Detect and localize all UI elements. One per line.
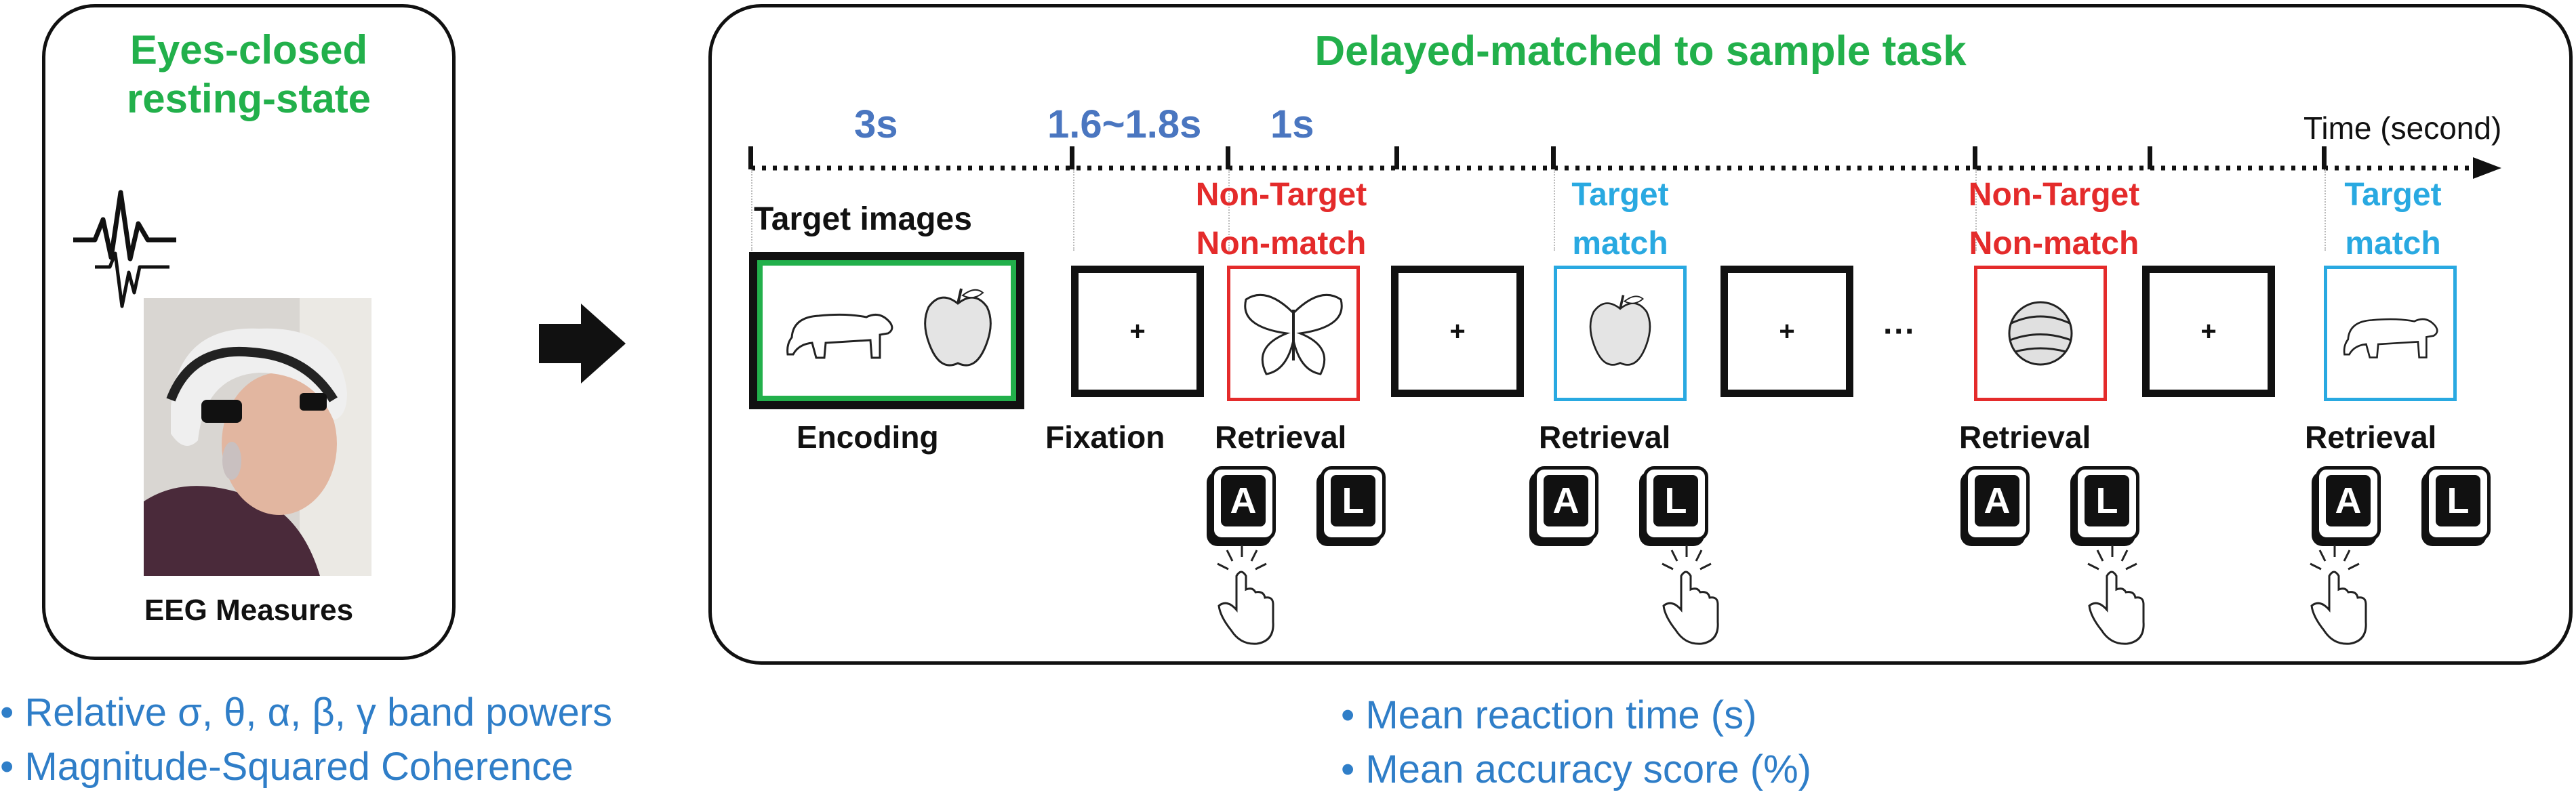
guide-line — [2325, 169, 2326, 251]
retrieval-label: Retrieval — [1539, 419, 1671, 455]
key-l: L — [1321, 466, 1386, 541]
retrieval-label: Retrieval — [1215, 419, 1347, 455]
resting-state-panel — [42, 4, 456, 660]
fixation-box: + — [1071, 266, 1204, 397]
ball-icon — [2008, 301, 2073, 366]
apple-icon — [1589, 295, 1651, 366]
time-tick — [1070, 146, 1074, 169]
time-tick — [748, 146, 753, 169]
trial-label-target: Target match — [1571, 177, 1669, 262]
key-a: A — [2316, 466, 2381, 541]
bullet-reaction-time: • Mean reaction time (s) — [1341, 693, 1757, 737]
key-l: L — [1643, 466, 1708, 541]
time-tick — [1394, 146, 1399, 169]
retrieval-box-nonmatch — [1974, 266, 2107, 401]
eeg-measures-caption: EEG Measures — [144, 594, 354, 627]
retrieval-label: Retrieval — [1959, 419, 2091, 455]
duration-retrieval: 1s — [1270, 102, 1314, 146]
duration-encoding: 3s — [854, 102, 898, 146]
time-tick — [1551, 146, 1556, 169]
hand-press-icon — [1662, 545, 1719, 645]
key-l: L — [2426, 466, 2491, 541]
duration-fixation: 1.6~1.8s — [1047, 102, 1202, 146]
fixation-label: Fixation — [1045, 419, 1165, 455]
key-l: L — [2074, 466, 2139, 541]
hand-press-icon — [2087, 545, 2145, 645]
hand-press-icon — [2310, 545, 2367, 645]
time-axis-label: Time (second) — [2303, 110, 2502, 146]
task-title: Delayed-matched to sample task — [1314, 28, 1967, 75]
encoding-box — [749, 252, 1024, 409]
guide-line — [1554, 169, 1555, 251]
guide-line — [1975, 169, 1977, 251]
retrieval-label: Retrieval — [2305, 419, 2437, 455]
eeg-waveform-icon — [73, 190, 176, 308]
resting-state-title: Eyes-closed resting-state — [126, 27, 371, 121]
ellipsis: ··· — [1883, 314, 1916, 350]
bear-icon — [786, 313, 893, 359]
butterfly-icon — [1244, 293, 1343, 375]
time-tick — [1226, 146, 1230, 169]
retrieval-box-match — [2324, 266, 2457, 401]
bullet-band-powers: • Relative σ, θ, α, β, γ band powers — [0, 690, 613, 734]
fixation-box: + — [1720, 266, 1853, 397]
time-tick — [1973, 146, 1977, 169]
hand-press-icon — [1217, 545, 1274, 645]
guide-line — [751, 169, 752, 251]
encoding-label: Encoding — [797, 419, 939, 455]
right-arrow-icon — [539, 304, 626, 384]
fixation-cross: + — [1779, 316, 1795, 346]
fixation-box: + — [1391, 266, 1524, 397]
bullet-coherence: • Magnitude-Squared Coherence — [0, 745, 573, 789]
fixation-cross: + — [1449, 316, 1466, 346]
time-tick — [2148, 146, 2152, 169]
guide-line — [1073, 169, 1074, 251]
target-images-label: Target images — [754, 201, 972, 237]
retrieval-box-match — [1554, 266, 1687, 401]
time-tick — [2322, 146, 2327, 169]
trial-label-nontarget: Non-Target Non-match — [1195, 177, 1367, 262]
key-a: A — [1965, 466, 2030, 541]
fixation-box: + — [2142, 266, 2275, 397]
fixation-cross: + — [1129, 316, 1146, 346]
task-panel — [708, 4, 2573, 665]
trial-label-nontarget: Non-Target Non-match — [1968, 177, 2140, 262]
trial-label-target: Target match — [2344, 177, 2442, 262]
guide-line — [1228, 169, 1230, 251]
eeg-headset-photo — [144, 298, 371, 576]
bear-icon — [2343, 318, 2438, 358]
time-axis — [751, 157, 2501, 179]
apple-icon — [924, 288, 992, 367]
key-a: A — [1211, 466, 1276, 541]
key-a: A — [1533, 466, 1598, 541]
bullet-accuracy: • Mean accuracy score (%) — [1341, 747, 1811, 791]
fixation-cross: + — [2200, 316, 2217, 346]
retrieval-box-nonmatch — [1227, 266, 1360, 401]
